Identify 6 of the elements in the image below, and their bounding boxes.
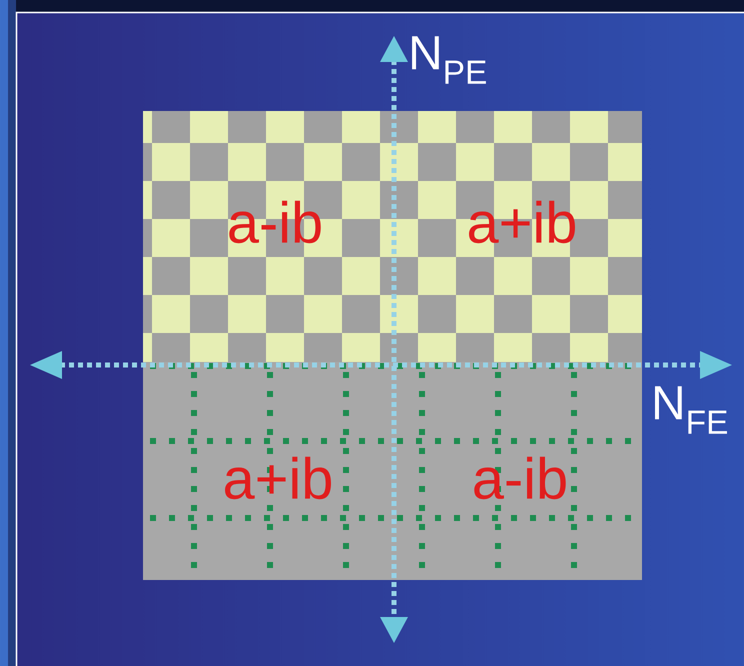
axis-label: N$_{PE}$ (412, 36, 486, 84)
quadrant-label: a-ib (229, 200, 321, 244)
quadrant-label: a-ib (474, 456, 566, 500)
quadrant-label: a+ib (469, 200, 575, 244)
quadrant-label: a+ib (225, 456, 331, 500)
axis-label: N$_{FE}$ (655, 386, 727, 434)
